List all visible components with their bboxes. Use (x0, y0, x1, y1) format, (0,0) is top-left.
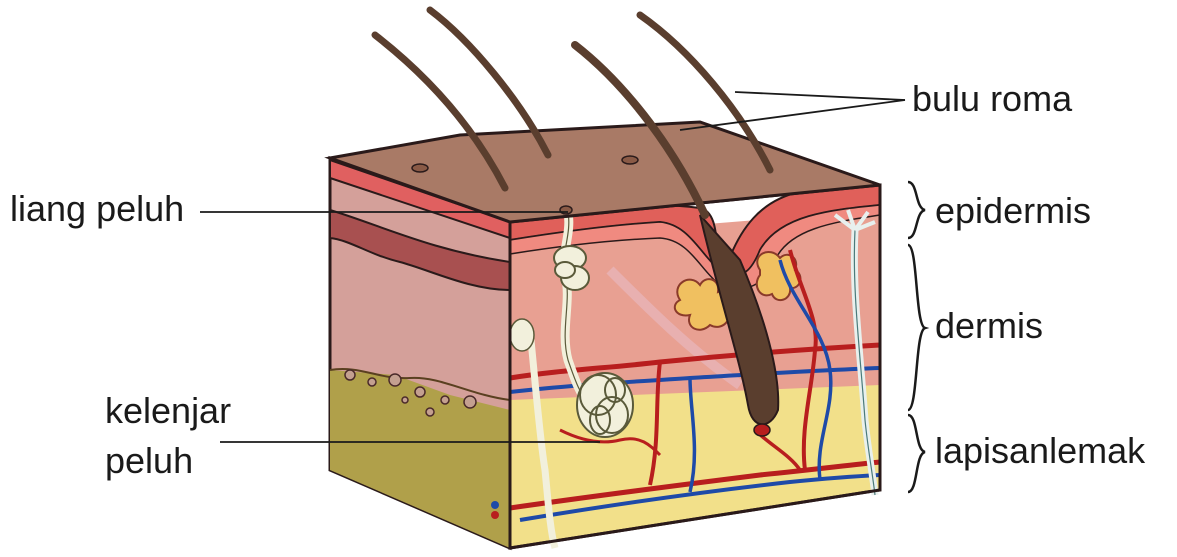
label-epidermis: epidermis (935, 190, 1091, 232)
label-fat-layer: lapisanlemak (935, 430, 1145, 472)
label-pore: liang peluh (10, 188, 184, 230)
label-sweat-gland-2: peluh (105, 440, 193, 482)
left-face (330, 158, 510, 548)
braces (908, 182, 925, 492)
front-face (491, 185, 880, 548)
label-sweat-gland: kelenjar (105, 390, 231, 432)
label-hair: bulu roma (912, 78, 1072, 120)
label-dermis: dermis (935, 305, 1043, 347)
